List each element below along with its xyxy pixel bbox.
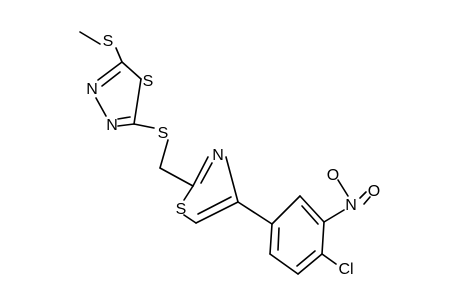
bond-n4-c5 <box>97 61 123 81</box>
bond-n-nitro-o2-double <box>363 196 371 205</box>
bond-ph-c6-c1-double <box>277 227 280 251</box>
bond-thz-s1-c2 <box>183 185 194 201</box>
bond-thz-c2-n3 <box>192 156 209 187</box>
bond-n4-c5-double <box>101 71 121 87</box>
bond-s-c5 <box>115 47 123 63</box>
atom-label-o-nitro-1: O <box>327 167 339 184</box>
bond-ph-c5-c6 <box>269 253 299 275</box>
atom-label-n-nitro: N <box>345 197 357 214</box>
bond-c5-s1 <box>121 61 142 80</box>
bond-ph-c2-c3 <box>299 195 325 223</box>
bond-thz-n3-c4 <box>225 156 239 203</box>
bond-s1-c2 <box>133 78 142 125</box>
bond-thz-c2-n3-double <box>200 162 213 184</box>
atom-label-s-methylthio: S <box>103 33 114 50</box>
bond-c2-n3 <box>117 123 135 127</box>
bond-ph-c4-c5-double <box>296 250 316 267</box>
bond-ch2-thiazole-c2 <box>159 167 194 187</box>
bond-c2-n3-double <box>117 116 131 120</box>
bond-thz-c5-s1 <box>183 214 197 224</box>
bond-ph-c3-n-nitro <box>323 209 345 223</box>
bond-thz-c4-c5 <box>195 201 239 224</box>
atom-label-n4-thiadiazole: N <box>86 81 98 98</box>
bond-n-nitro-o2 <box>359 191 367 199</box>
atom-label-n3-thiadiazole: N <box>106 117 118 134</box>
bond-methyl-s <box>79 31 101 45</box>
bond-thz-c4-phenyl <box>237 201 273 225</box>
bond-s-linker-ch2 <box>159 139 169 169</box>
atom-label-n-thiazole: N <box>212 147 224 164</box>
atom-labels: S S N N S N S O N O Cl <box>86 33 380 278</box>
atom-label-o-nitro-2: O <box>368 183 380 200</box>
bonds <box>79 31 371 275</box>
bond-ph-c2-c3-double <box>301 205 319 225</box>
bond-ph-c6-c1 <box>269 223 273 255</box>
atom-label-s-thiadiazole: S <box>143 73 154 90</box>
bond-ph-c1-c2 <box>271 195 301 225</box>
bond-n-nitro-o1 <box>337 179 349 197</box>
atom-label-s-linker: S <box>158 125 169 142</box>
bond-thz-c4-c5-double <box>197 196 232 215</box>
bond-n3-n4 <box>95 97 107 117</box>
bond-ph-c4-cl <box>321 253 337 265</box>
atom-label-cl: Cl <box>338 261 353 278</box>
bond-ph-c4-c5 <box>297 253 323 275</box>
bond-ph-c3-c4 <box>321 221 325 255</box>
atom-label-s-thiazole: S <box>176 201 187 218</box>
bond-c2-s-linker <box>133 123 155 129</box>
